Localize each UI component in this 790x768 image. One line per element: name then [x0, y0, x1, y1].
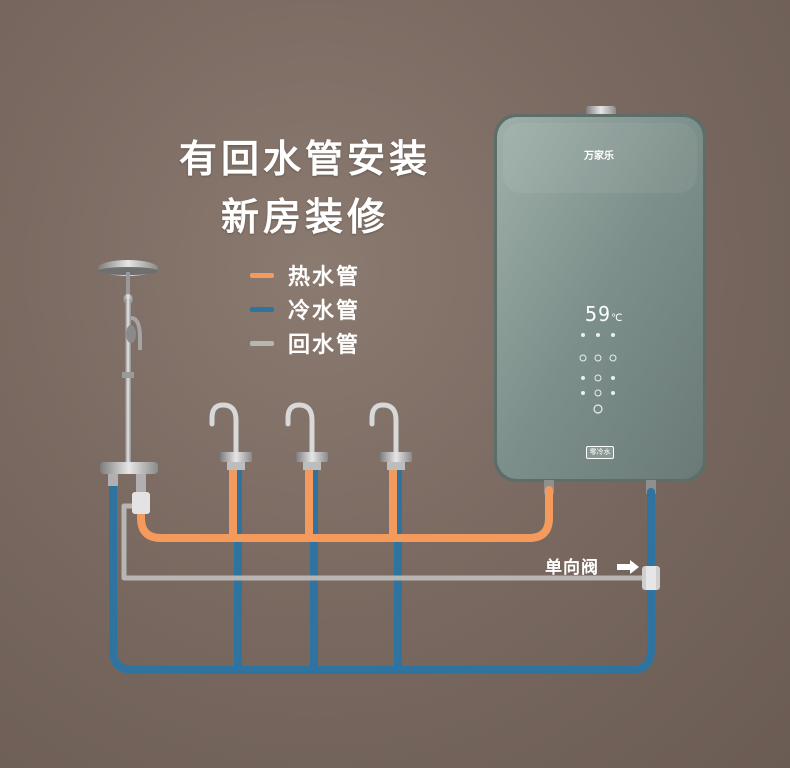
faucet-icon	[209, 402, 252, 470]
legend-label-cold: 冷水管	[288, 299, 361, 324]
legend-label-hot: 热水管	[288, 265, 361, 290]
legend-label-return: 回水管	[288, 333, 361, 358]
faucet-icon	[369, 402, 412, 470]
arrow-right-icon	[617, 560, 639, 574]
shower-head-icon	[98, 260, 158, 514]
heater-brand-logo: 万家乐	[584, 151, 614, 162]
hot-water-pipe	[137, 466, 553, 542]
legend-hot-water: 热水管	[250, 258, 360, 292]
legend-cold-water: 冷水管	[250, 292, 360, 326]
return-water-pipe	[121, 503, 645, 581]
temperature-value: 59	[585, 302, 612, 326]
legend-swatch-cold	[250, 306, 274, 312]
headline-line-1: 有回水管安装	[178, 137, 431, 181]
heater-temperature-display: 59℃	[585, 302, 623, 326]
zero-cold-water-badge: 零冷水	[586, 446, 614, 459]
check-valve-label: 单向阀	[545, 558, 599, 578]
water-heater-icon	[494, 106, 706, 494]
temperature-unit: ℃	[611, 313, 624, 324]
legend-swatch-hot	[250, 272, 274, 278]
headline-line-2: 新房装修	[220, 195, 389, 239]
cold-water-pipe	[109, 466, 655, 674]
pipe-legend: 热水管 冷水管 回水管	[250, 258, 360, 360]
faucet-icon	[285, 402, 328, 470]
legend-return-water: 回水管	[250, 326, 360, 360]
legend-swatch-return	[250, 340, 274, 346]
check-valve-icon	[642, 566, 660, 590]
